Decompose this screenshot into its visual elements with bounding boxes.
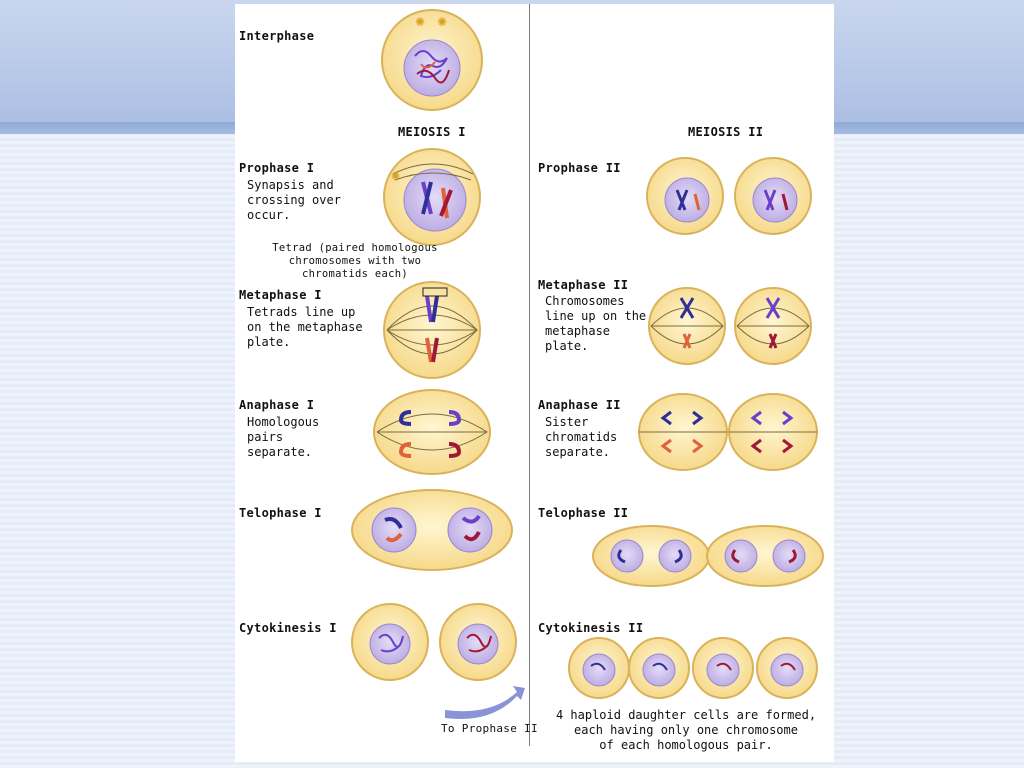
prophase-i-title: Prophase I xyxy=(239,161,315,175)
anaphase-i-line: separate. xyxy=(247,445,313,459)
tetrad-note: Tetrad (paired homologous chromosomes wi… xyxy=(255,242,455,281)
anaphase-i-line: Homologous xyxy=(247,415,320,429)
meiosis-ii-heading: MEIOSIS II xyxy=(688,125,764,139)
metaphase-ii-title: Metaphase II xyxy=(538,278,629,292)
tetrad-note-line: chromatids each) xyxy=(302,268,408,280)
cytokinesis-ii-cells xyxy=(568,637,818,699)
cytokinesis-i-title: Cytokinesis I xyxy=(239,621,337,635)
to-prophase-ii-label: To Prophase II xyxy=(441,722,538,735)
metaphase-i-description: Tetrads line up on the metaphase plate. xyxy=(247,305,363,350)
column-divider xyxy=(529,4,530,746)
interphase-cell: ✺ ✺ xyxy=(381,9,483,111)
anaphase-ii-line: Sister xyxy=(545,415,589,429)
metaphase-ii-line: Chromosomes xyxy=(545,294,625,308)
prophase-i-line: Synapsis and xyxy=(247,178,334,192)
anaphase-i-cell xyxy=(373,389,491,475)
prophase-ii-title: Prophase II xyxy=(538,161,621,175)
telophase-ii-title: Telophase II xyxy=(538,506,629,520)
tetrad-note-line: chromosomes with two xyxy=(288,255,422,267)
to-prophase-ii-arrow xyxy=(445,686,525,720)
anaphase-ii-line: chromatids xyxy=(545,430,618,444)
metaphase-i-title: Metaphase I xyxy=(239,288,322,302)
telophase-i-title: Telophase I xyxy=(239,506,322,520)
meiosis-figure: ✺ ✺ ✺ xyxy=(235,4,834,762)
svg-text:✺: ✺ xyxy=(391,170,400,183)
metaphase-ii-line: plate. xyxy=(545,339,589,353)
prophase-ii-cells xyxy=(646,157,812,235)
metaphase-ii-description: Chromosomes line up on the metaphase pla… xyxy=(545,294,646,354)
interphase-label: Interphase xyxy=(239,29,315,43)
meiosis-illustration: ✺ ✺ ✺ xyxy=(351,9,824,720)
footer-line: each having only one chromosome xyxy=(574,723,798,737)
tetrad-note-line: Tetrad (paired homologous xyxy=(272,242,438,254)
meiosis-i-heading: MEIOSIS I xyxy=(398,125,466,139)
footer-note: 4 haploid daughter cells are formed, eac… xyxy=(555,708,817,753)
metaphase-ii-line: line up on the xyxy=(545,309,647,323)
prophase-i-cell: ✺ xyxy=(383,148,481,246)
metaphase-i-line: on the metaphase xyxy=(247,320,363,334)
anaphase-i-line: pairs xyxy=(247,430,284,444)
prophase-i-description: Synapsis and crossing over occur. xyxy=(247,178,341,223)
svg-text:✺: ✺ xyxy=(415,15,425,29)
metaphase-ii-cells xyxy=(648,287,812,365)
footer-line: 4 haploid daughter cells are formed, xyxy=(555,708,817,722)
anaphase-i-title: Anaphase I xyxy=(239,398,315,412)
metaphase-ii-line: metaphase xyxy=(545,324,611,338)
telophase-i-cells xyxy=(351,489,513,571)
cytokinesis-ii-title: Cytokinesis II xyxy=(538,621,644,635)
cytokinesis-i-cells xyxy=(351,603,517,681)
prophase-i-line: crossing over xyxy=(247,193,341,207)
anaphase-i-description: Homologous pairs separate. xyxy=(247,415,319,460)
metaphase-i-line: plate. xyxy=(247,335,291,349)
svg-text:✺: ✺ xyxy=(437,15,447,29)
prophase-i-line: occur. xyxy=(247,208,291,222)
metaphase-i-line: Tetrads line up xyxy=(247,305,356,319)
anaphase-ii-line: separate. xyxy=(545,445,611,459)
metaphase-i-cell xyxy=(383,281,481,379)
anaphase-ii-title: Anaphase II xyxy=(538,398,621,412)
anaphase-ii-cells xyxy=(638,393,818,471)
footer-line: of each homologous pair. xyxy=(599,738,773,752)
anaphase-ii-description: Sister chromatids separate. xyxy=(545,415,617,460)
telophase-ii-cells xyxy=(592,525,824,587)
